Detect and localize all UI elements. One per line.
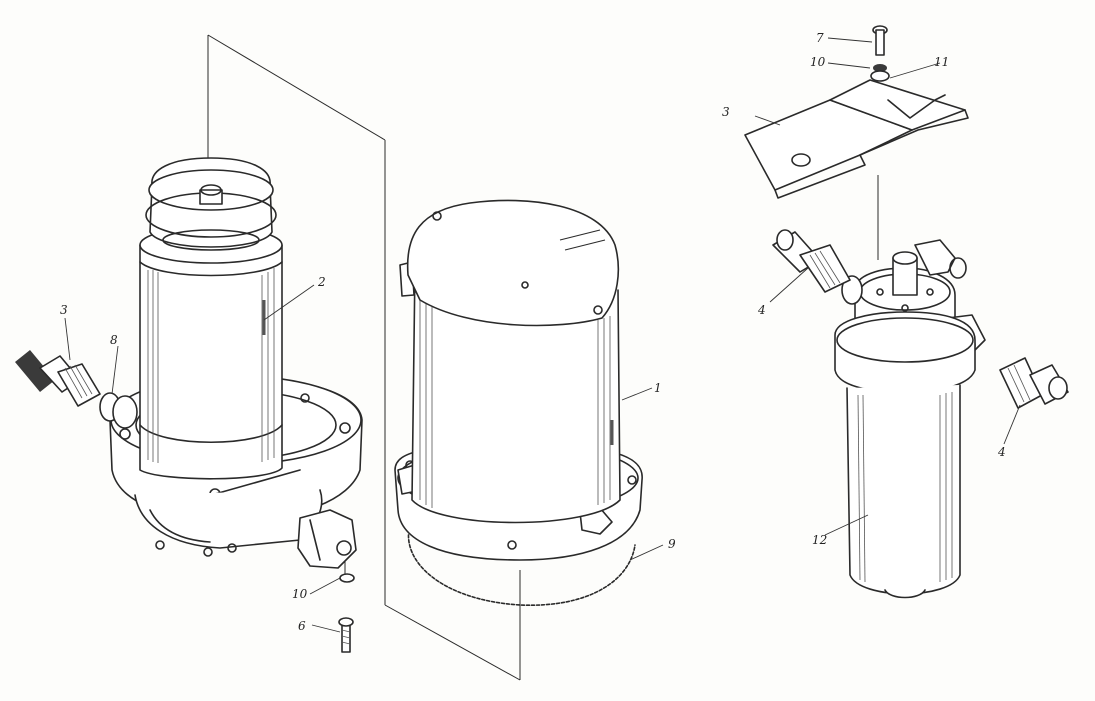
- right-filter-assembly: [744, 25, 1069, 599]
- inlet-fitting: [15, 350, 138, 429]
- callout-9: 9: [668, 537, 676, 551]
- callout-12: 12: [812, 533, 827, 547]
- callout-8: 8: [110, 333, 118, 347]
- callout-3-inlet: 3: [60, 303, 68, 317]
- callout-3-bracket: 3: [722, 105, 730, 119]
- callout-10-left: 10: [292, 587, 308, 601]
- left-filter-pump-assembly: [15, 34, 521, 681]
- leader-lines: [64, 37, 1021, 633]
- callout-11: 11: [934, 55, 949, 69]
- callout-10-right: 10: [810, 55, 826, 69]
- callout-labels: 1 2 3 3 4 4 6 7 8 9 10 10 11 12: [60, 31, 1006, 633]
- washer-part: [339, 573, 355, 583]
- callout-2: 2: [317, 275, 326, 289]
- callout-6: 6: [298, 619, 306, 633]
- callout-4-right-fitting: 4: [997, 445, 1006, 459]
- callout-7: 7: [816, 31, 824, 45]
- callout-1: 1: [654, 381, 662, 395]
- middle-housing-cover: [394, 199, 643, 606]
- callout-4-left-fitting: 4: [757, 303, 766, 317]
